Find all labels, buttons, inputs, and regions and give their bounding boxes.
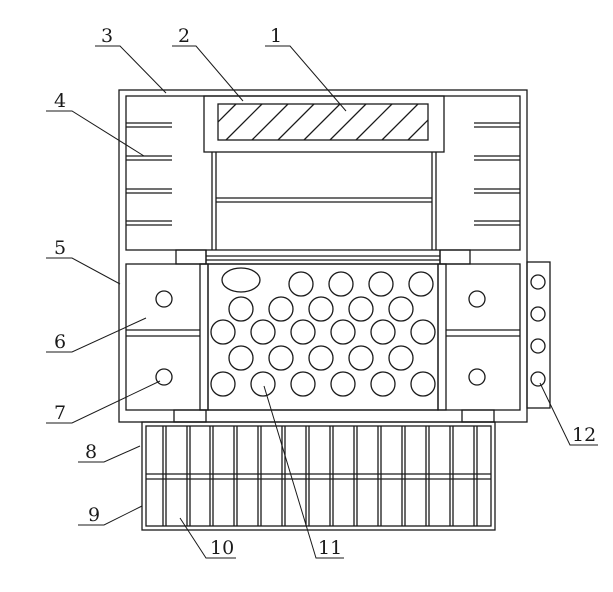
perforation-hole <box>290 371 316 397</box>
hatch-line <box>277 104 315 140</box>
perforation-hole <box>410 319 436 345</box>
callout-12: 12 <box>572 424 596 446</box>
perforation-hole <box>228 345 254 371</box>
bolt-hole <box>155 290 173 308</box>
callout-4: 4 <box>54 90 66 112</box>
connector-hole <box>530 338 546 354</box>
callout-10: 10 <box>210 537 234 559</box>
hatch-lines <box>218 104 496 140</box>
perforation-hole <box>388 296 414 322</box>
connector-hole <box>530 371 546 387</box>
grille-frame <box>141 421 496 531</box>
hatch-line <box>407 119 428 140</box>
perforation-hole <box>268 296 294 322</box>
callout-3: 3 <box>101 25 113 47</box>
perforation-hole <box>210 371 236 397</box>
perforation-holes <box>210 271 436 397</box>
connector-strip <box>526 261 551 409</box>
top-panel <box>203 95 496 153</box>
connector-hole <box>530 274 546 290</box>
perforation-hole <box>288 271 314 297</box>
callout-labels: 1 2 3 4 5 6 7 8 9 10 11 12 <box>54 25 596 559</box>
lower-frame <box>125 263 521 411</box>
perforation-hole <box>228 296 254 322</box>
hatch-line <box>434 104 470 140</box>
perforation-hole <box>330 319 356 345</box>
callout-9: 9 <box>88 504 100 526</box>
perforation-hole <box>330 371 356 397</box>
callout-1: 1 <box>270 25 282 47</box>
callout-5: 5 <box>54 237 66 259</box>
perforation-hole <box>368 271 394 297</box>
bottom-grille <box>141 421 496 531</box>
perforation-hole <box>268 345 294 371</box>
lower-section <box>125 263 521 423</box>
perforation-hole <box>250 319 276 345</box>
hatch-line <box>355 104 393 140</box>
upper-center-guides <box>211 152 437 250</box>
upper-compartment <box>125 95 521 251</box>
perforation-hole <box>210 319 236 345</box>
bolt-hole <box>468 368 486 386</box>
hatch-line <box>218 104 237 123</box>
bolt-hole <box>468 290 486 308</box>
perforation-hole <box>410 371 436 397</box>
hatch-line <box>381 104 419 140</box>
hatch-line <box>251 104 289 140</box>
hatch-line <box>329 104 367 140</box>
perforation-hole <box>370 371 396 397</box>
hatch-line <box>225 104 263 140</box>
perforation-hole <box>408 271 434 297</box>
perforation-hole <box>308 345 334 371</box>
callout-11: 11 <box>318 537 342 559</box>
hatched-element <box>217 103 429 141</box>
callout-6: 6 <box>54 331 66 353</box>
perforation-hole <box>348 345 374 371</box>
callout-7: 7 <box>54 402 66 424</box>
perforation-hole <box>308 296 334 322</box>
bolt-hole <box>155 368 173 386</box>
connector-hole <box>530 306 546 322</box>
side-connector <box>526 261 551 409</box>
perforation-hole <box>348 296 374 322</box>
callout-8: 8 <box>85 441 97 463</box>
hatch-line <box>460 104 496 140</box>
callout-2: 2 <box>178 25 190 47</box>
oval-port <box>221 267 261 293</box>
top-panel-frame <box>203 95 445 153</box>
perforation-hole <box>290 319 316 345</box>
perforation-hole <box>250 371 276 397</box>
perforation-hole <box>328 271 354 297</box>
hatch-line <box>303 104 341 140</box>
leader-lines <box>46 45 598 559</box>
perforation-hole <box>388 345 414 371</box>
perforated-plate <box>207 263 439 411</box>
right-fins <box>474 122 520 226</box>
left-fins <box>126 122 172 226</box>
perforation-hole <box>370 319 396 345</box>
middle-divider <box>175 249 471 265</box>
